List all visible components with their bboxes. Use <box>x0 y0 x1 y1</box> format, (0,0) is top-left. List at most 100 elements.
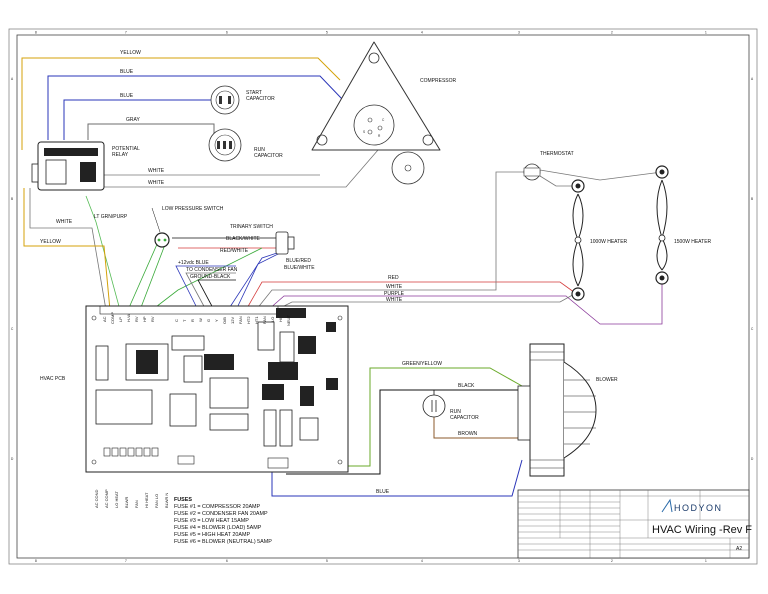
wire-thermostat-heater-2 <box>539 169 663 181</box>
wire-label: YELLOW <box>40 239 61 245</box>
pcb-output-label: AC COND <box>94 489 99 508</box>
pcb-terminal: HT1 <box>254 316 259 324</box>
trinary-switch: TRINARY SWITCH <box>230 224 295 255</box>
wire-label: BLUE/RED <box>286 258 311 264</box>
wire-green-lps <box>127 241 159 311</box>
pcb-terminal: LP <box>118 317 123 322</box>
wire-blue-1 <box>47 75 367 140</box>
wire-label: TO CONDENSER FAN <box>186 267 238 273</box>
zone-number: 3 <box>518 559 520 563</box>
compressor-body <box>311 41 441 151</box>
pcb-terminal: HT2 <box>246 316 251 324</box>
wire-label: RED/WHITE <box>220 248 249 254</box>
zone-number: 1 <box>705 31 707 35</box>
wire-green-yellow <box>334 367 523 467</box>
zone-number: 1 <box>705 559 707 563</box>
zone-number: 2 <box>611 559 613 563</box>
pcb-terminal: RV <box>134 316 139 322</box>
pcb-terminal: AC <box>102 316 107 322</box>
wire-blue-white <box>235 251 283 311</box>
terminal-s: S <box>363 130 365 134</box>
wire-yellow-left <box>23 188 111 311</box>
pcb-terminal: HI <box>278 318 283 322</box>
drawing-title: HVAC Wiring -Rev F <box>652 524 752 536</box>
pcb-terminal: O/B <box>222 317 227 324</box>
wire-label: YELLOW <box>120 50 141 56</box>
zone-number: 4 <box>421 559 423 563</box>
wire-label: BLUE <box>376 489 390 495</box>
wire-label: WHITE <box>386 297 403 303</box>
zone-number: 6 <box>226 31 228 35</box>
wire-white-2 <box>104 149 379 188</box>
fuses-heading: FUSES <box>174 497 192 503</box>
border-bottom-numbers: 8 7 6 5 4 3 2 1 <box>35 559 707 563</box>
fuse-line: FUSE #3 = LOW HEAT 15AMP <box>174 518 249 524</box>
wire-red <box>245 281 579 311</box>
wire-label: WHITE <box>148 168 165 174</box>
pcb-terminal: G <box>206 319 211 322</box>
wire-green-pcb <box>151 247 263 311</box>
blower-run-capacitor-label-2: CAPACITOR <box>450 415 479 421</box>
pcb-output-label: BLWR <box>124 497 129 508</box>
pcb-terminal: COMP <box>110 312 115 324</box>
fuse-line: FUSE #4 = BLOWER (LOAD) 5AMP <box>174 525 262 531</box>
zone-number: 5 <box>326 31 328 35</box>
thermostat-label: THERMOSTAT <box>540 151 574 157</box>
outer-frame <box>8 28 758 565</box>
start-capacitor: START CAPACITOR <box>210 85 275 115</box>
title-block: HODYON HVAC Wiring -Rev F A2 <box>517 489 752 559</box>
wire-gray <box>87 123 215 140</box>
wire-label: LT GRN/PURP <box>94 214 128 220</box>
wire-label: GRAY <box>126 117 140 123</box>
heater-1500w: 1500W HEATER <box>655 165 712 285</box>
pcb-output-label: LO HEAT <box>114 491 119 508</box>
blower: BLOWER <box>517 343 618 477</box>
wire-label: +12vdc BLUE <box>178 260 209 266</box>
zone-number: 2 <box>611 31 613 35</box>
zone-letter: C <box>751 327 754 331</box>
border-top-numbers: 8 7 6 5 4 3 2 1 <box>35 31 707 35</box>
zone-letter: B <box>11 197 13 201</box>
start-capacitor-label-1: START <box>246 90 262 96</box>
wire-labels: YELLOW BLUE BLUE GRAY WHITE WHITE WHITE … <box>40 50 478 495</box>
pcb-terminal: H-W <box>126 314 131 322</box>
thermostat: THERMOSTAT <box>523 151 574 181</box>
pcb-output-label: FAN <box>134 500 139 508</box>
compressor: C S R COMPRESSOR <box>311 41 457 185</box>
zone-number: 3 <box>518 31 520 35</box>
pcb-vertical-labels: AC COND AC COMP LO HEAT BLWR FAN HI HEAT… <box>94 489 169 508</box>
wire-yellow-top <box>21 57 341 150</box>
run-capacitor-label-1: RUN <box>254 147 265 153</box>
pcb-terminal: FAN <box>238 316 243 324</box>
zone-number: 7 <box>125 559 127 563</box>
pcb-output-label: AC COMP <box>104 489 109 508</box>
pcb-terminal: NEUT <box>286 315 291 326</box>
pcb-terminal: 12V <box>230 317 235 324</box>
wire-label: GROUND-BLACK <box>190 274 231 280</box>
wire-label: BROWN <box>458 431 478 437</box>
low-pressure-switch-label: LOW PRESSURE SWITCH <box>162 206 224 212</box>
wire-label: BLUE <box>120 93 134 99</box>
zone-number: 6 <box>226 559 228 563</box>
wire-label: WHITE <box>148 180 165 186</box>
pcb-bottom-connectors <box>103 447 289 469</box>
blower-label: BLOWER <box>596 377 618 383</box>
blower-run-capacitor: RUN CAPACITOR <box>422 394 479 421</box>
wire-thermostat-heater <box>539 175 576 187</box>
terminal-c: C <box>382 118 385 122</box>
zone-number: 5 <box>326 559 328 563</box>
pcb-terminal: RV <box>150 316 155 322</box>
pcb-terminal: C <box>174 319 179 322</box>
zone-number: 4 <box>421 31 423 35</box>
pcb-terminal: Y <box>214 319 219 322</box>
hvac-pcb-label: HVAC PCB <box>40 376 66 382</box>
wire-label: GREEN/YELLOW <box>402 361 442 367</box>
wire-label: WHITE <box>56 219 73 225</box>
wire-blue-bottom <box>271 459 523 497</box>
zone-letter: A <box>11 77 14 81</box>
drawing-size: A2 <box>736 546 742 552</box>
wire-label: BLACK/WHITE <box>226 236 261 242</box>
pcb-terminal: LO <box>270 317 275 322</box>
company-name: HODYON <box>674 503 723 513</box>
